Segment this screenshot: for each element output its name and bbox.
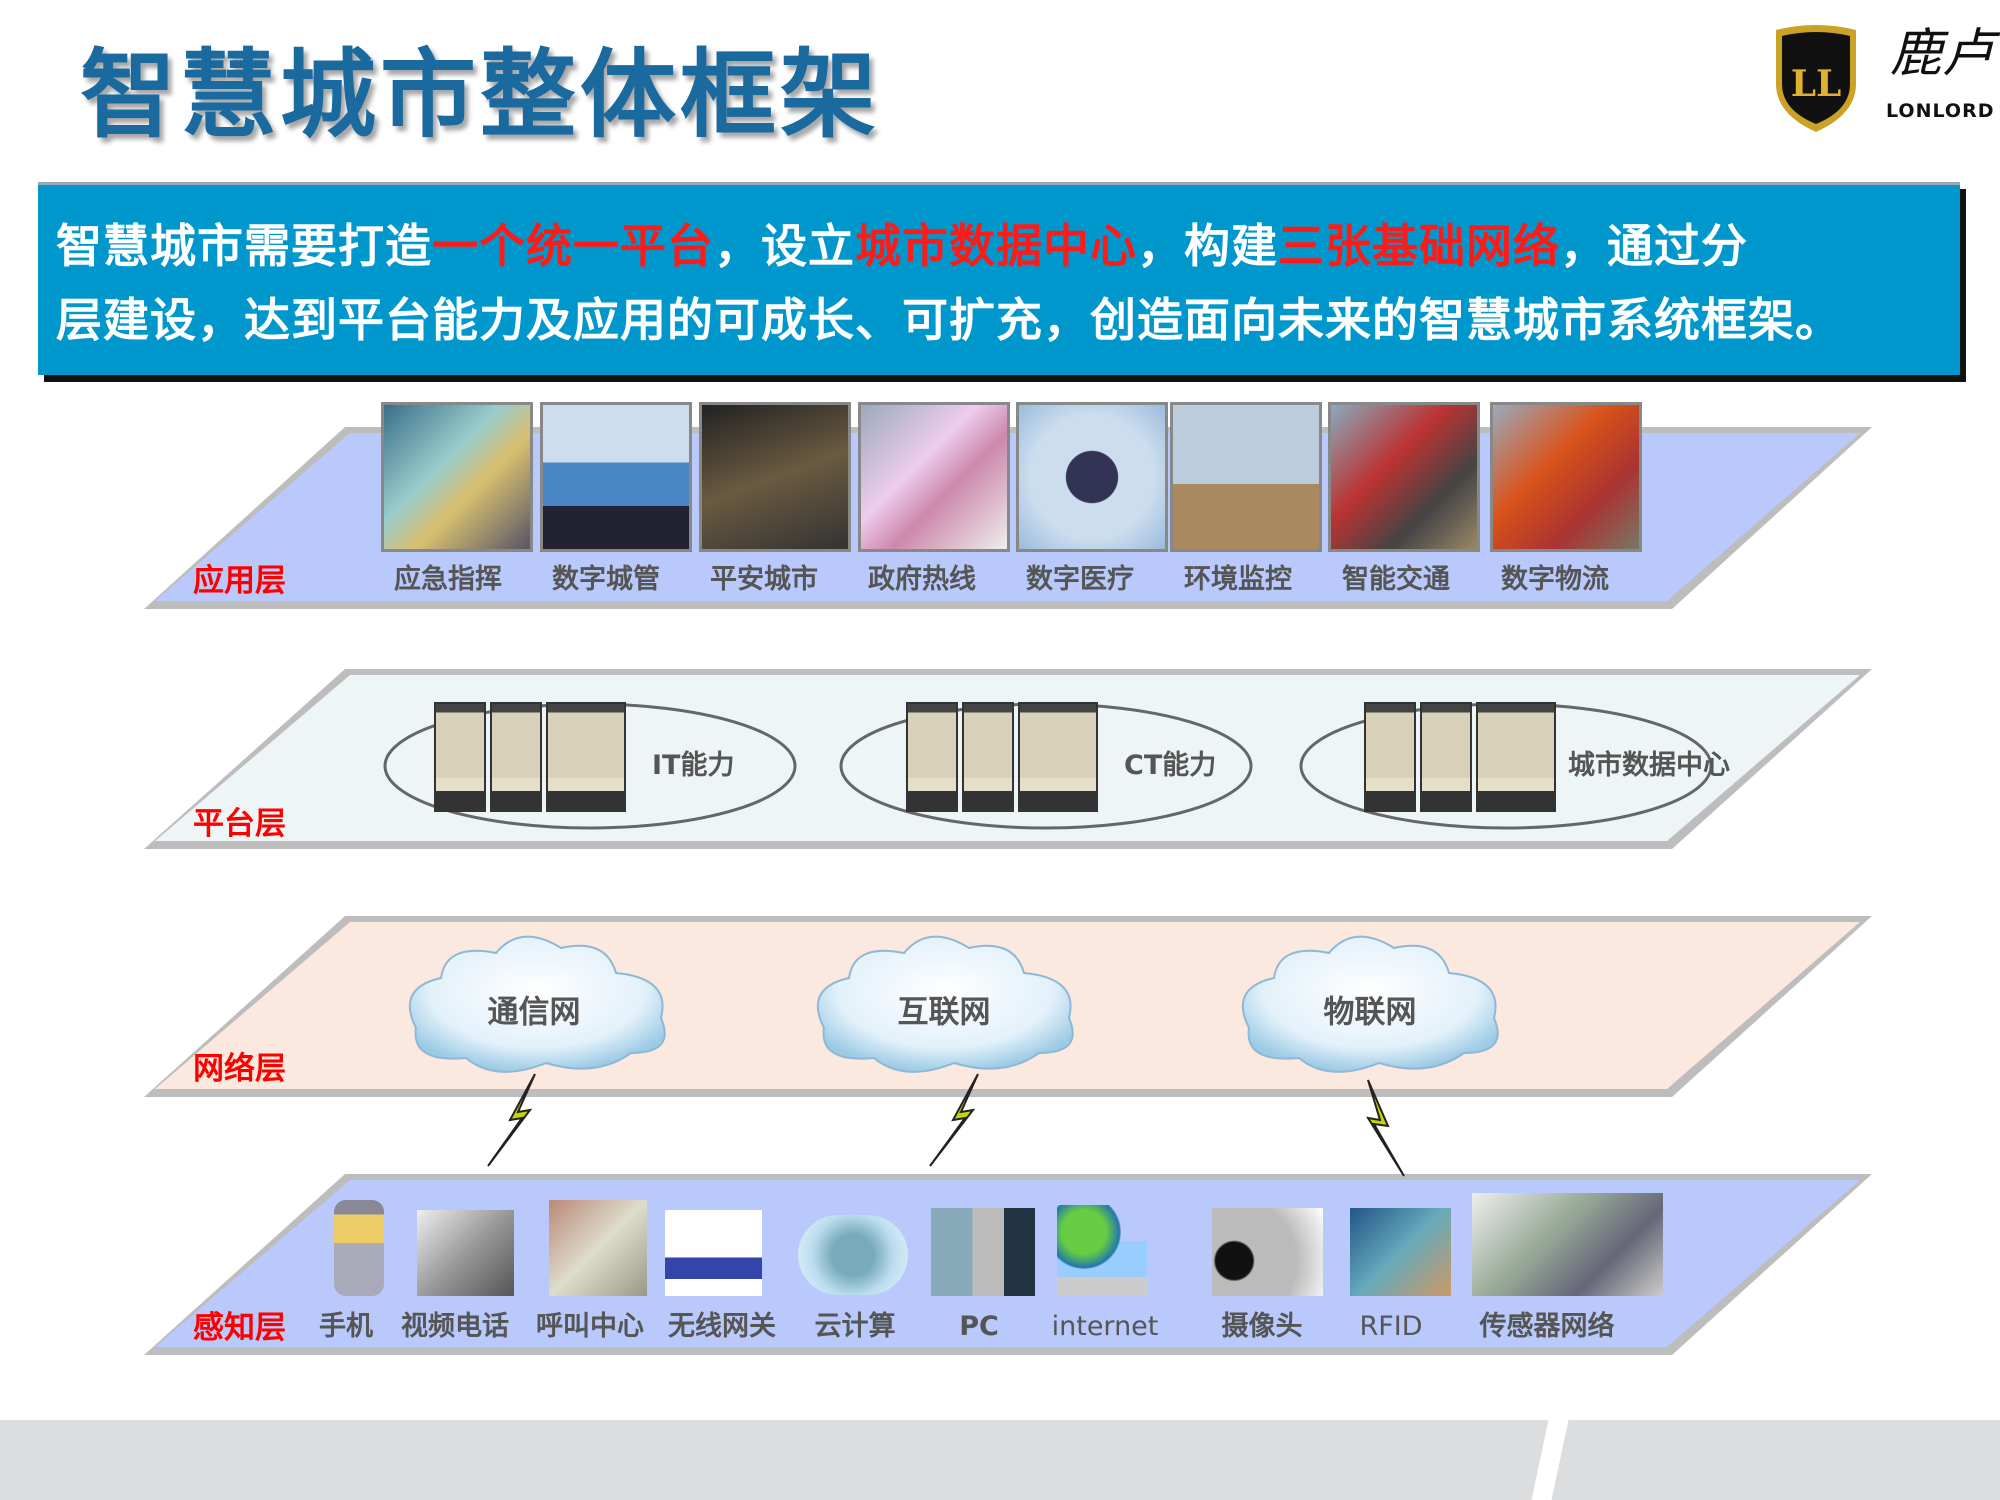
layer-label-application: 应用层	[193, 563, 286, 599]
network-clouds	[408, 935, 1499, 1073]
summary-banner: 智慧城市需要打造一个统一平台，设立城市数据中心，构建三张基础网络，通过分 层建设…	[38, 182, 1960, 375]
app-thumbnail-city-management	[540, 402, 692, 552]
layer-label-platform: 平台层	[193, 806, 286, 842]
perception-label: RFID	[1359, 1311, 1423, 1342]
footer-band	[0, 1420, 2000, 1500]
perception-label: 摄像头	[1221, 1311, 1303, 1342]
platform-item-ct: CT能力	[1124, 750, 1217, 781]
perception-label: 云计算	[814, 1311, 896, 1342]
pc-icon	[931, 1208, 1035, 1296]
banner-text: ，构建	[1137, 219, 1278, 273]
server-rack-icon	[1364, 702, 1556, 812]
banner-text: 智慧城市需要打造	[56, 219, 432, 273]
banner-text: ，通过分	[1560, 219, 1748, 273]
app-label: 智能交通	[1342, 564, 1450, 595]
app-label: 政府热线	[868, 564, 976, 595]
server-rack-icon	[434, 702, 626, 812]
app-thumbnail-hotline	[858, 402, 1010, 552]
wireless-gateway-icon	[665, 1210, 762, 1296]
server-rack-icon	[906, 702, 1098, 812]
app-thumbnail-environment	[1170, 402, 1322, 552]
network-item-iot: 物联网	[1323, 994, 1417, 1031]
banner-line-2: 层建设，达到平台能力及应用的可成长、可扩充，创造面向未来的智慧城市系统框架。	[56, 293, 1842, 347]
lonlord-logo-emblem: LL	[1776, 25, 1856, 132]
app-thumbnail-medical	[1016, 402, 1168, 552]
app-thumbnail-safe-city	[699, 402, 851, 552]
network-item-telecom: 通信网	[487, 994, 581, 1031]
app-label: 数字城管	[552, 564, 660, 595]
layer-label-network: 网络层	[193, 1051, 286, 1087]
perception-label: 呼叫中心	[536, 1311, 644, 1342]
layer-label-perception: 感知层	[193, 1310, 286, 1346]
sensor-network-icon	[1472, 1193, 1663, 1296]
perception-label: 无线网关	[668, 1311, 776, 1342]
perception-label: PC	[959, 1311, 999, 1342]
video-phone-icon	[417, 1210, 514, 1296]
perception-label: 手机	[319, 1311, 373, 1342]
platform-item-it: IT能力	[652, 750, 735, 781]
app-thumbnail-logistics	[1490, 402, 1642, 552]
camera-icon	[1212, 1208, 1323, 1296]
svg-text:LL: LL	[1791, 63, 1842, 105]
network-item-internet: 互联网	[897, 994, 991, 1031]
app-thumbnail-traffic	[1328, 402, 1480, 552]
app-label: 平安城市	[710, 564, 818, 595]
app-thumbnail-emergency	[381, 402, 533, 552]
app-label: 环境监控	[1184, 564, 1292, 595]
app-label: 应急指挥	[394, 564, 502, 595]
banner-text: ，设立	[714, 219, 855, 273]
call-center-icon	[549, 1200, 647, 1296]
perception-label: 视频电话	[401, 1311, 509, 1342]
perception-label: 传感器网络	[1479, 1311, 1615, 1342]
banner-highlight: 一个统一平台	[432, 219, 714, 273]
lightning-icon	[487, 1073, 1405, 1177]
app-label: 数字医疗	[1026, 564, 1134, 595]
banner-line-1: 智慧城市需要打造一个统一平台，设立城市数据中心，构建三张基础网络，通过分	[56, 219, 1748, 274]
app-label: 数字物流	[1501, 564, 1609, 595]
banner-highlight: 城市数据中心	[855, 219, 1137, 273]
banner-highlight: 三张基础网络	[1278, 219, 1560, 273]
brand-name-en: LONLORD	[1886, 100, 1995, 122]
cloud-computing-icon	[798, 1215, 908, 1295]
brand-name-cn: 鹿卢	[1890, 24, 1995, 84]
internet-globe-icon	[1057, 1205, 1147, 1295]
rfid-icon	[1350, 1208, 1451, 1296]
platform-item-data-center: 城市数据中心	[1568, 750, 1730, 781]
mobile-phone-icon	[334, 1200, 384, 1296]
page-title: 智慧城市整体框架	[80, 39, 880, 151]
perception-label: internet	[1051, 1311, 1159, 1342]
